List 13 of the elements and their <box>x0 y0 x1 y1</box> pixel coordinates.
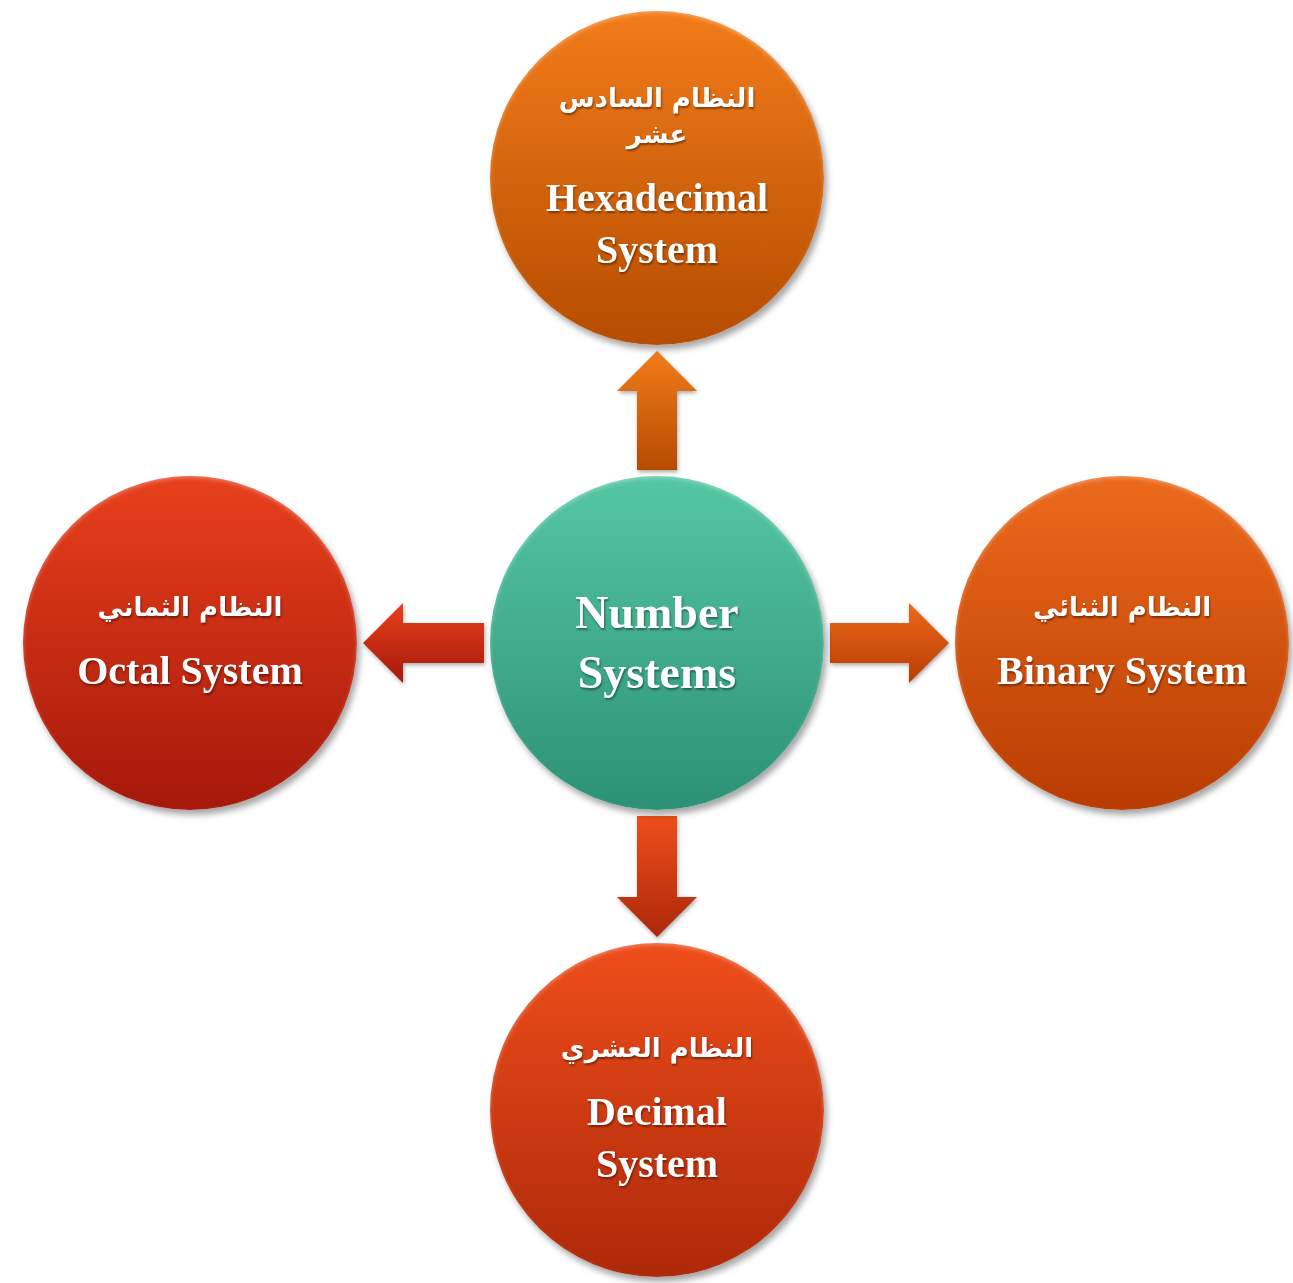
node-label: Octal System <box>77 647 303 696</box>
block-arrow <box>617 816 697 937</box>
node-title: النظام العشري <box>560 1031 754 1066</box>
node-label: Number Systems <box>574 586 740 700</box>
block-arrow <box>617 351 697 470</box>
node-title: النظام الثنائي <box>1032 590 1212 625</box>
block-arrow <box>363 603 484 683</box>
node-title: النظام السادس عشر <box>557 81 757 152</box>
node-label: Decimal System <box>586 1088 728 1189</box>
block-arrow <box>830 603 949 683</box>
node-label: Binary System <box>997 647 1247 696</box>
node-label: Hexadecimal System <box>544 174 770 275</box>
node-title: النظام الثماني <box>97 590 283 625</box>
